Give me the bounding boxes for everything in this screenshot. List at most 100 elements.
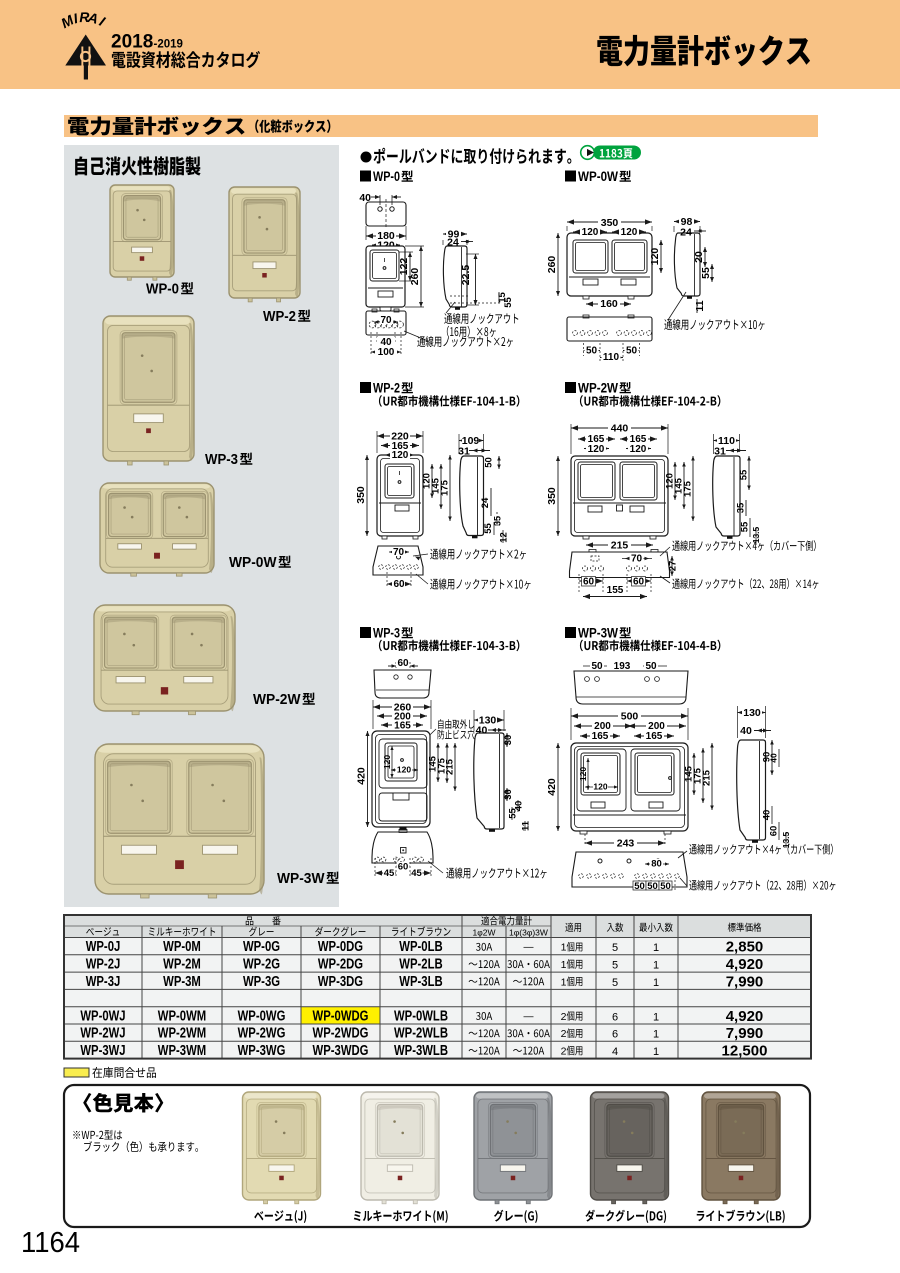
svg-text:4: 4	[612, 1046, 618, 1058]
svg-text:100: 100	[378, 347, 395, 358]
svg-text:110: 110	[603, 352, 620, 363]
svg-text:WP-3G: WP-3G	[243, 974, 280, 990]
svg-text:45: 45	[384, 868, 395, 879]
svg-text:30: 30	[503, 735, 514, 746]
svg-text:165: 165	[646, 731, 663, 742]
svg-text:WP-0WLB: WP-0WLB	[394, 1008, 448, 1024]
svg-text:WP-2WLB: WP-2WLB	[394, 1026, 448, 1042]
svg-text:200: 200	[594, 721, 611, 732]
svg-text:24: 24	[447, 237, 459, 249]
svg-text:110: 110	[718, 435, 735, 447]
svg-text:4,920: 4,920	[726, 956, 764, 973]
svg-text:12: 12	[499, 532, 510, 543]
svg-text:60: 60	[583, 577, 595, 588]
svg-text:31: 31	[714, 446, 726, 458]
svg-text:WP-3: WP-3	[373, 626, 400, 641]
svg-text:WP-3LB: WP-3LB	[399, 974, 442, 990]
svg-text:5: 5	[612, 977, 618, 989]
svg-text:24: 24	[680, 227, 692, 239]
svg-text:1: 1	[653, 942, 659, 954]
svg-text:130: 130	[479, 715, 497, 727]
svg-text:WP-2W: WP-2W	[578, 381, 618, 396]
svg-text:193: 193	[614, 661, 631, 672]
svg-text:160: 160	[600, 298, 618, 310]
svg-text:50: 50	[484, 457, 495, 468]
svg-text:120: 120	[392, 450, 409, 461]
svg-text:WP-0WDG: WP-0WDG	[313, 1008, 369, 1024]
svg-text:165: 165	[588, 434, 605, 445]
svg-text:215: 215	[611, 540, 629, 552]
svg-text:WP-3: WP-3	[205, 451, 238, 468]
svg-text:12,500: 12,500	[722, 1042, 768, 1059]
svg-text:109: 109	[462, 435, 480, 447]
svg-text:4,920: 4,920	[726, 1008, 764, 1025]
svg-text:175: 175	[440, 479, 451, 496]
svg-text:WP-2G: WP-2G	[243, 956, 280, 972]
svg-text:50: 50	[591, 661, 603, 672]
svg-text:2: 2	[561, 1045, 567, 1057]
svg-text:155: 155	[607, 585, 624, 596]
svg-text:120: 120	[582, 227, 599, 238]
svg-text:60: 60	[633, 577, 645, 588]
svg-text:40: 40	[359, 192, 371, 204]
svg-text:260: 260	[409, 268, 421, 286]
svg-text:WP-2WDG: WP-2WDG	[313, 1026, 369, 1042]
svg-text:99: 99	[448, 229, 460, 241]
svg-text:165: 165	[394, 721, 411, 732]
svg-text:70: 70	[631, 554, 643, 565]
svg-text:WP-3WM: WP-3WM	[158, 1043, 206, 1059]
svg-text:7,990: 7,990	[726, 973, 764, 990]
svg-text:I: I	[97, 13, 109, 30]
svg-text:70: 70	[380, 315, 392, 326]
svg-text:WP-2W: WP-2W	[253, 691, 301, 708]
svg-text:350: 350	[546, 487, 558, 505]
svg-text:200: 200	[394, 712, 411, 723]
svg-text:165: 165	[392, 441, 409, 452]
svg-text:2018: 2018	[111, 32, 153, 53]
svg-text:35: 35	[736, 502, 747, 513]
svg-text:175: 175	[437, 757, 448, 774]
svg-text:WP-0: WP-0	[146, 281, 179, 298]
svg-text:11: 11	[694, 300, 706, 311]
svg-text:45: 45	[411, 868, 422, 879]
svg-text:60: 60	[397, 658, 409, 669]
svg-text:260: 260	[546, 256, 558, 274]
svg-text:2: 2	[561, 1028, 567, 1040]
svg-text:55: 55	[739, 469, 750, 480]
svg-text:1: 1	[653, 1046, 659, 1058]
svg-text:40: 40	[740, 725, 752, 737]
svg-text:50: 50	[647, 881, 658, 892]
svg-text:220: 220	[391, 431, 409, 443]
svg-text:15: 15	[497, 292, 508, 303]
svg-text:120: 120	[588, 444, 605, 455]
svg-text:1: 1	[653, 1029, 659, 1041]
svg-text:98: 98	[681, 216, 693, 228]
svg-text:20: 20	[693, 251, 705, 263]
svg-text:WP-3WG: WP-3WG	[238, 1043, 286, 1059]
svg-text:30: 30	[503, 789, 514, 800]
svg-text:WP-0M: WP-0M	[163, 939, 201, 955]
svg-text:420: 420	[356, 767, 368, 785]
svg-text:50: 50	[586, 346, 598, 357]
svg-text:215: 215	[445, 758, 456, 775]
svg-text:350: 350	[355, 486, 367, 504]
svg-text:WP-2WG: WP-2WG	[238, 1026, 286, 1042]
svg-text:1φ2W: 1φ2W	[473, 928, 496, 938]
svg-text:WP-0WG: WP-0WG	[238, 1008, 286, 1024]
svg-text:260: 260	[394, 702, 412, 714]
svg-text:200: 200	[648, 721, 665, 732]
svg-text:—: —	[524, 942, 534, 953]
svg-text:120: 120	[578, 767, 588, 781]
svg-text:2,850: 2,850	[726, 939, 764, 956]
svg-text:55: 55	[483, 523, 494, 534]
svg-text:WP-0W: WP-0W	[229, 554, 277, 571]
svg-text:—: —	[524, 1011, 534, 1022]
svg-text:55: 55	[508, 808, 519, 819]
svg-text:WP-3M: WP-3M	[163, 974, 201, 990]
svg-text:31: 31	[458, 446, 470, 458]
svg-text:WP-2: WP-2	[263, 308, 296, 325]
svg-text:120: 120	[593, 782, 607, 792]
svg-text:WP-0: WP-0	[373, 169, 400, 184]
svg-text:-2019: -2019	[154, 39, 183, 51]
svg-text:175: 175	[693, 767, 704, 784]
